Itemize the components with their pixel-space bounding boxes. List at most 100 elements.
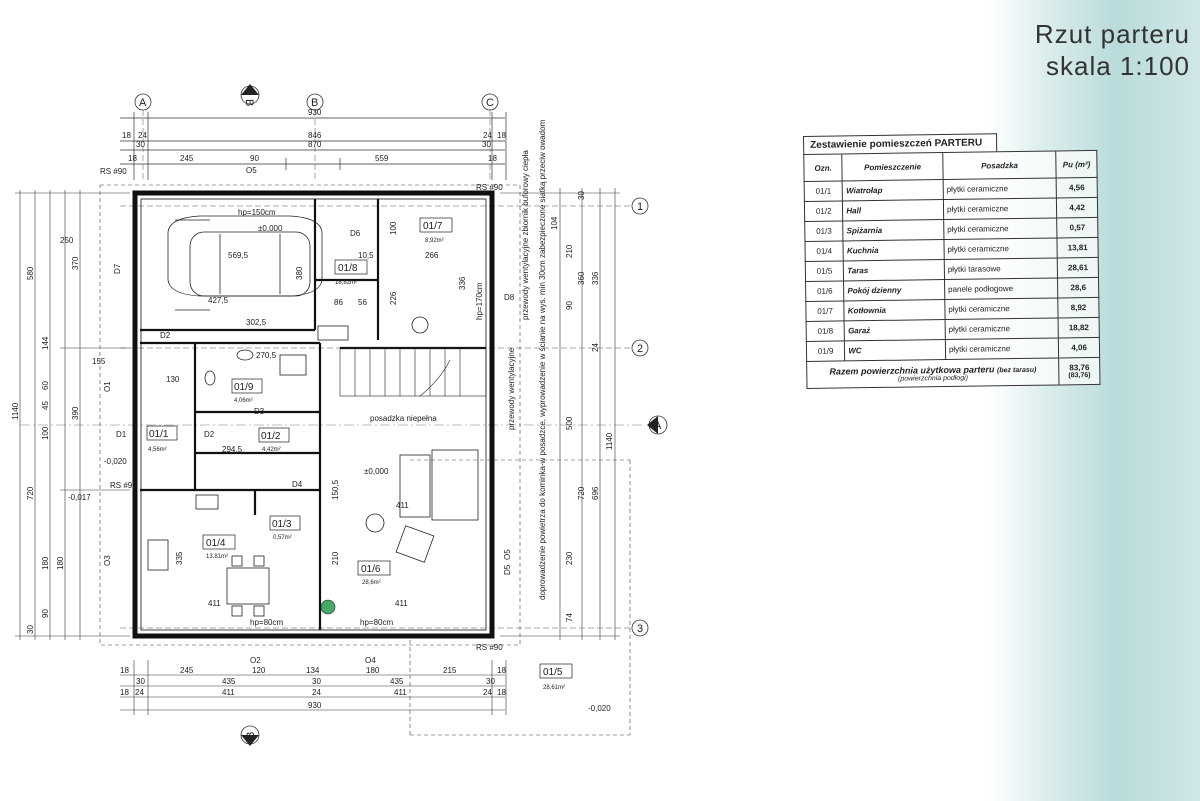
axis-markers-top: A B B C — [134, 84, 499, 180]
dim-text: 56 — [358, 298, 367, 307]
note-rs90-bottom: RS #90 — [476, 643, 503, 652]
window-tag: O1 — [103, 381, 112, 392]
total-note: (bez tarasu) — [996, 366, 1037, 374]
room-code: 01/9 — [806, 340, 845, 362]
room-area-terrace: 28,61m² — [543, 685, 565, 691]
dim-text: 360 — [577, 271, 586, 285]
dim-text: 90 — [250, 154, 259, 163]
dim-text: 18 — [122, 131, 131, 140]
dim-text: 559 — [375, 154, 389, 163]
room-name: Pokój dzienny — [843, 279, 945, 301]
note-hp80-living: hp=80cm — [360, 618, 393, 627]
room-area: 0,57 — [1056, 217, 1098, 238]
room-id-kitchen: 01/4 — [206, 538, 226, 549]
room-schedule: Zestawienie pomieszczeń PARTERU Ozn. Pom… — [803, 132, 1101, 389]
dim-text: 30 — [26, 625, 35, 634]
dim-text: 1140 — [605, 432, 614, 450]
room-area: 28,61 — [1057, 257, 1099, 278]
room-id-living: 01/6 — [361, 564, 381, 575]
section-label-a: A — [654, 420, 662, 432]
dim-text: 18 — [497, 666, 506, 675]
room-floor: płytki tarasowe — [944, 257, 1058, 280]
room-code: 01/4 — [804, 240, 844, 262]
room-area-hall: 4,42m² — [262, 447, 281, 453]
dim-text: 134 — [306, 666, 320, 675]
bottom-dimension-texts: 18 245 120 134 180 215 18 30 435 30 435 … — [120, 666, 506, 710]
level-left: -0,017 — [68, 493, 91, 502]
room-code: 01/3 — [804, 220, 844, 242]
room-area-vestibule: 4,56m² — [148, 447, 167, 453]
dim-text: 870 — [308, 140, 322, 149]
dim-text: 24 — [591, 343, 600, 352]
room-floor: płytki ceramiczne — [943, 237, 1058, 260]
total-value: 83,76 — [1069, 363, 1090, 373]
room-id-garage: 01/8 — [338, 263, 358, 274]
dim-text: 18 — [497, 688, 506, 697]
door-tag: D4 — [292, 480, 303, 489]
room-area: 8,92 — [1058, 297, 1100, 318]
note-rs90-top-left: RS #90 — [100, 167, 127, 176]
window-tag: O3 — [103, 555, 112, 566]
title-line-scale: skala 1:100 — [1046, 51, 1190, 81]
door-tag: D2 — [160, 331, 171, 340]
room-floor: płytki ceramiczne — [943, 177, 1057, 200]
room-area: 4,56 — [1056, 177, 1098, 198]
room-floor: płytki ceramiczne — [944, 317, 1059, 340]
room-area-boiler: 8,92m² — [425, 238, 444, 244]
dim-text: 336 — [458, 276, 467, 290]
dim-text: 30 — [482, 140, 491, 149]
room-floor: płytki ceramiczne — [943, 197, 1057, 220]
dim-text: 411 — [394, 688, 407, 697]
dim-text: 245 — [180, 666, 194, 675]
dim-text: 18 — [488, 154, 497, 163]
room-area-wc: 4,06m² — [234, 398, 253, 404]
dim-text: 180 — [56, 556, 65, 570]
living-furniture — [365, 449, 479, 563]
axis-label-3: 3 — [637, 623, 643, 635]
axis-marker-1 — [631, 197, 649, 215]
dim-text: 1140 — [11, 402, 20, 420]
room-id-pantry: 01/3 — [272, 519, 292, 530]
note-hp80-kitchen: hp=80cm — [250, 618, 283, 627]
dim-text: 24 — [135, 688, 144, 697]
room-code: 01/6 — [805, 280, 845, 302]
dim-text: 846 — [308, 131, 322, 140]
room-name: Garaż — [844, 319, 946, 341]
note-fireplace-vent: doprowadzenie powietrza do kominka-w pos… — [538, 119, 547, 600]
dim-text: 250 — [60, 236, 74, 245]
dim-text: 60 — [41, 381, 50, 390]
dim-text: 30 — [136, 140, 145, 149]
dim-text: 30 — [136, 677, 145, 686]
dim-text: 30 — [312, 677, 321, 686]
bottom-dimensions — [120, 660, 507, 715]
note-floor-partial: posadzka niepełna — [370, 414, 437, 423]
note-rs90-top-right: RS #90 — [476, 183, 503, 192]
dim-text: 90 — [565, 301, 574, 310]
dim-text: 266 — [425, 251, 439, 260]
left-dimension-texts: 1140 580 250 370 390 720 100 45 60 180 1… — [11, 236, 80, 634]
dim-text: 720 — [26, 486, 35, 500]
dim-text: 30 — [486, 677, 495, 686]
dim-text: 270,5 — [256, 351, 277, 360]
axis-label-a: A — [139, 97, 147, 109]
room-labels: 01/8 18,82m² 01/7 8,92m² 01/9 4,06m² 01/… — [146, 217, 573, 691]
room-area-living: 28,6m² — [362, 580, 381, 586]
room-area: 13,81 — [1057, 237, 1099, 258]
kitchen-furniture — [147, 494, 270, 617]
dim-text: 411 — [395, 599, 408, 608]
scan-tint-band — [990, 0, 1200, 801]
axis-label-b2: B — [311, 97, 318, 109]
total-value-alt: (83,76) — [1068, 372, 1091, 380]
dim-text: 226 — [389, 291, 398, 305]
dim-text: 180 — [41, 556, 50, 570]
room-code: 01/7 — [805, 300, 845, 322]
room-area: 28,6 — [1057, 277, 1099, 298]
dim-text: 24 — [138, 131, 147, 140]
title-line-plan: Rzut parteru — [1034, 19, 1190, 49]
dim-text: 24 — [483, 688, 492, 697]
dim-text: 411 — [396, 501, 409, 510]
plant-icon — [320, 599, 336, 615]
door-tag: D7 — [113, 263, 122, 274]
top-dimension-texts: 18 24 930 24 18 30 846 30 870 18 245 90 … — [122, 108, 506, 163]
dim-text: 130 — [166, 375, 180, 384]
